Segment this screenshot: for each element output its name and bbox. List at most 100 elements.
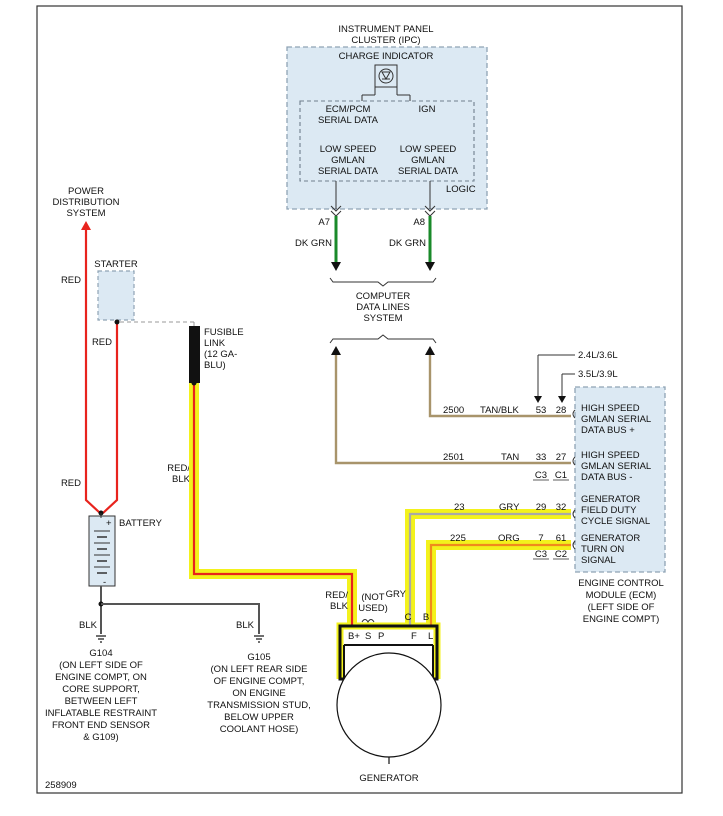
wire-2500-tan-blk — [428, 355, 571, 418]
ign-label: IGN — [419, 104, 436, 115]
not-used-pins-icon — [361, 619, 375, 623]
circuit-2500-pin-b: 28 — [556, 405, 567, 416]
ground1-desc-0: (ON LEFT SIDE OF — [59, 660, 143, 671]
figure-id: 258909 — [45, 780, 77, 791]
ground-icon — [96, 635, 106, 643]
wire-2501-tan — [334, 355, 571, 465]
circuit-23-pin-a: 29 — [536, 502, 547, 513]
ecm-label-1: ENGINE CONTROL — [578, 578, 664, 589]
ecm-label-3: (LEFT SIDE OF — [588, 602, 655, 613]
low-speed-right-1: LOW SPEED — [400, 144, 457, 155]
computer-data-lines-system: COMPUTER DATA LINES SYSTEM — [329, 291, 437, 355]
ground2-id: G105 — [247, 652, 270, 663]
ground1-desc-1: ENGINE COMPT, ON — [55, 672, 147, 683]
low-speed-right-3: SERIAL DATA — [398, 166, 459, 177]
not-used-1: (NOT — [361, 592, 384, 603]
ground1-desc-2: CORE SUPPORT, — [62, 684, 139, 695]
connector-pin-icon — [572, 509, 576, 519]
wire-red-blk-bplus — [192, 383, 354, 626]
gen-wire-redblk-1: RED/ — [325, 590, 348, 601]
ipc-title-2: CLUSTER (IPC) — [351, 35, 420, 46]
gen-turn-2: TURN ON — [581, 544, 624, 555]
ipc-module: INSTRUMENT PANEL CLUSTER (IPC) CHARGE IN… — [286, 24, 488, 287]
circuit-2500-color: TAN/BLK — [480, 405, 520, 416]
hs-plus-1: HIGH SPEED — [581, 403, 640, 414]
hs-minus-2: GMLAN SERIAL — [581, 461, 651, 472]
circuit-2501-conn-b: C1 — [555, 470, 567, 481]
generator-wires: 23 GRY 29 32 225 ORG 7 61 C3 C2 — [191, 380, 571, 626]
wire-red-power — [84, 230, 101, 514]
ecm-label-2: MODULE (ECM) — [586, 590, 657, 601]
starter-label: STARTER — [94, 259, 138, 270]
ecm-pcm-label-1: ECM/PCM — [326, 104, 371, 115]
circuit-2501-color: TAN — [501, 452, 519, 463]
circuit-225-color: ORG — [498, 533, 520, 544]
circuit-225-conn-b: C2 — [555, 549, 567, 560]
charge-indicator-led-icon — [361, 64, 411, 101]
data-lines-title-1: COMPUTER — [356, 291, 411, 302]
charge-indicator-label: CHARGE INDICATOR — [339, 51, 434, 62]
data-lines-title-2: DATA LINES — [356, 302, 410, 313]
hs-plus-2: GMLAN SERIAL — [581, 414, 651, 425]
ground2-desc-0: (ON LEFT REAR SIDE — [211, 664, 308, 675]
fusible-label-1: FUSIBLE — [204, 327, 244, 338]
connector-a7-icon — [330, 205, 342, 212]
wire-label-red-mid: RED — [92, 337, 112, 348]
generator-label: GENERATOR — [359, 773, 418, 784]
circuit-225-pin-a: 7 — [538, 533, 543, 544]
gen-conn-c: C — [405, 612, 412, 623]
term-f: F — [411, 631, 417, 642]
connector-pin-icon — [572, 409, 576, 419]
arrow-down-icon — [558, 396, 566, 403]
ecm-pcm-label-2: SERIAL DATA — [318, 115, 379, 126]
circuit-23-num: 23 — [454, 502, 465, 513]
low-speed-left-2: GMLAN — [331, 155, 365, 166]
battery-minus: - — [103, 577, 106, 588]
circuit-225-conn-a: C3 — [535, 549, 547, 560]
gen-field-3: CYCLE SIGNAL — [581, 516, 650, 527]
connector-pin-icon — [572, 456, 576, 466]
power-distribution: POWER DISTRIBUTION SYSTEM RED RED RED — [52, 186, 120, 516]
wire-label-red-top: RED — [61, 275, 81, 286]
ground-g105: BLK G105 (ON LEFT REAR SIDE OF ENGINE CO… — [207, 620, 310, 735]
ecm-box — [574, 386, 666, 573]
ground2-desc-1: OF ENGINE COMPT, — [214, 676, 305, 687]
arrow-down-icon — [331, 262, 341, 271]
fusible-label-4: BLU) — [204, 360, 226, 371]
data-lines-bracket-top — [329, 277, 437, 287]
wire-label-red-low: RED — [61, 478, 81, 489]
arrow-up-icon — [425, 346, 435, 355]
diagram-border — [36, 5, 683, 794]
wire-23-gry — [408, 512, 571, 626]
data-lines-title-3: SYSTEM — [363, 313, 402, 324]
circuit-2500-pin-a: 53 — [536, 405, 547, 416]
fusible-link-body — [189, 326, 200, 383]
generator: RED/ BLK (NOT USED) GRY C B B+ S P F L G… — [325, 589, 442, 784]
engine-label-24: 2.4L/3.6L — [578, 350, 618, 361]
wire-label-dk-grn-a8: DK GRN — [389, 238, 426, 249]
ground1-id: G104 — [89, 648, 112, 659]
fusible-link: FUSIBLE LINK (12 GA- BLU) RED/ BLK — [167, 326, 244, 485]
ipc-title-1: INSTRUMENT PANEL — [338, 24, 433, 35]
ground1-wire: BLK — [79, 620, 98, 631]
not-used-2: USED) — [358, 603, 388, 614]
circuit-225-pin-b: 61 — [556, 533, 567, 544]
battery-plus: + — [106, 518, 112, 529]
ground1-desc-5: FRONT END SENSOR — [52, 720, 150, 731]
circuit-23-pin-b: 32 — [556, 502, 567, 513]
wire-225-org — [429, 543, 571, 626]
low-speed-right-2: GMLAN — [411, 155, 445, 166]
circuit-2501-num: 2501 — [443, 452, 464, 463]
gen-turn-3: SIGNAL — [581, 555, 616, 566]
fusible-wire-label-1: RED/ — [167, 463, 190, 474]
ground1-desc-3: BETWEEN LEFT — [65, 696, 138, 707]
term-bplus: B+ — [348, 631, 360, 642]
circuit-2501-conn-a: C3 — [535, 470, 547, 481]
ground2-desc-5: COOLANT HOSE) — [220, 724, 298, 735]
connector-a8-icon — [424, 205, 436, 212]
gen-wire-gry: GRY — [386, 589, 407, 600]
pin-a7: A7 — [318, 217, 330, 228]
can-bus-wires: 2500 TAN/BLK 53 28 2501 TAN 33 27 C3 C1 — [334, 355, 571, 481]
gen-field-2: FIELD DUTY — [581, 505, 637, 516]
